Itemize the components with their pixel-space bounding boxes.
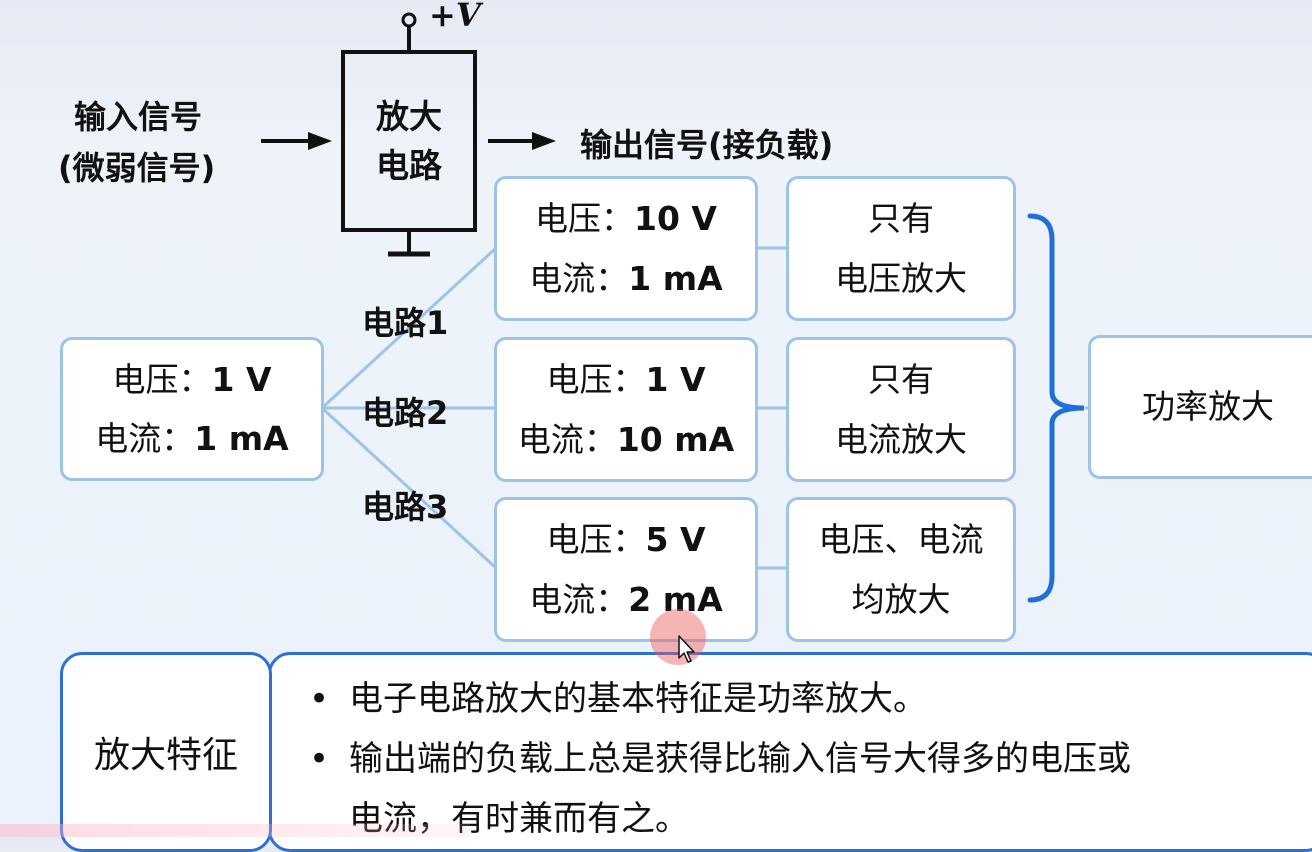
- features-title-panel: 放大特征: [60, 652, 272, 852]
- supply-terminal-icon: [401, 12, 417, 28]
- branch-line-1: [320, 246, 498, 410]
- features-content-panel: • 电子电路放大的基本特征是功率放大。 • 输出端的负载上总是获得比输入信号大得…: [268, 652, 1312, 852]
- circuit-1-values-box: 电压：10 V 电流：1 mA: [494, 176, 758, 321]
- source-box: 电压：1 V 电流：1 mA: [60, 337, 324, 481]
- circuit-3-values-box: 电压：5 V 电流：2 mA: [494, 497, 758, 642]
- brace-bracket: [1027, 213, 1085, 603]
- amplifier-label-line2: 电路: [376, 146, 442, 185]
- circuit-1-result-line2: 电压放大: [835, 258, 967, 298]
- input-label-line1: 输入信号: [74, 98, 203, 136]
- circuit-2-result-line1: 只有: [868, 360, 934, 400]
- circuit-3-result-line1: 电压、电流: [818, 520, 984, 560]
- circuit-label-2: 电路2: [362, 394, 449, 432]
- circuit-label-1: 电路1: [362, 304, 449, 342]
- circuit-1-current: 电流：1 mA: [529, 258, 723, 298]
- circuit-2-current: 电流：10 mA: [517, 419, 735, 459]
- circuit-2-result-box: 只有 电流放大: [786, 337, 1016, 482]
- output-arrowhead-icon: [532, 132, 556, 150]
- features-title: 放大特征: [93, 735, 238, 776]
- circuit-3-voltage: 电压：5 V: [546, 520, 706, 560]
- bullet-dot-icon: •: [309, 739, 330, 780]
- output-label: 输出信号(接负载): [580, 126, 834, 164]
- source-current: 电流：1 mA: [95, 419, 289, 458]
- circuit-3-result-box: 电压、电流 均放大: [786, 497, 1016, 642]
- circuit-1-result-box: 只有 电压放大: [786, 176, 1016, 321]
- circuit-2-values-box: 电压：1 V 电流：10 mA: [494, 337, 758, 482]
- input-label-line2: (微弱信号): [58, 149, 216, 187]
- feature-bullet-2: • 输出端的负载上总是获得比输入信号大得多的电压或: [309, 729, 1312, 789]
- bullet-dot-icon: •: [309, 679, 330, 719]
- mouse-pointer-icon: [678, 635, 695, 663]
- amplifier-label-line1: 放大: [376, 96, 442, 136]
- circuit-label-3: 电路3: [362, 488, 449, 526]
- circuit-1-result-line1: 只有: [868, 199, 934, 239]
- conclusion-box: 功率放大: [1088, 335, 1312, 479]
- amplifier-block: 放大 电路: [341, 50, 477, 232]
- circuit-3-result-line2: 均放大: [851, 579, 951, 619]
- circuit-2-voltage: 电压：1 V: [546, 360, 706, 400]
- bottom-haze: [0, 824, 470, 837]
- source-voltage: 电压：1 V: [112, 359, 272, 399]
- circuit-3-current: 电流：2 mA: [529, 579, 723, 619]
- supply-label: +V: [429, 0, 481, 34]
- circuit-1-voltage: 电压：10 V: [535, 199, 717, 239]
- circuit-2-result-line2: 电流放大: [835, 419, 967, 459]
- feature-bullet-2-continued: 电流，有时兼而有之。: [349, 799, 689, 840]
- conclusion-label: 功率放大: [1142, 387, 1274, 427]
- input-arrowhead-icon: [308, 132, 332, 150]
- branch-line-3: [320, 406, 498, 570]
- cursor-highlight: [650, 609, 706, 665]
- feature-bullet-1: • 电子电路放大的基本特征是功率放大。: [309, 669, 1312, 729]
